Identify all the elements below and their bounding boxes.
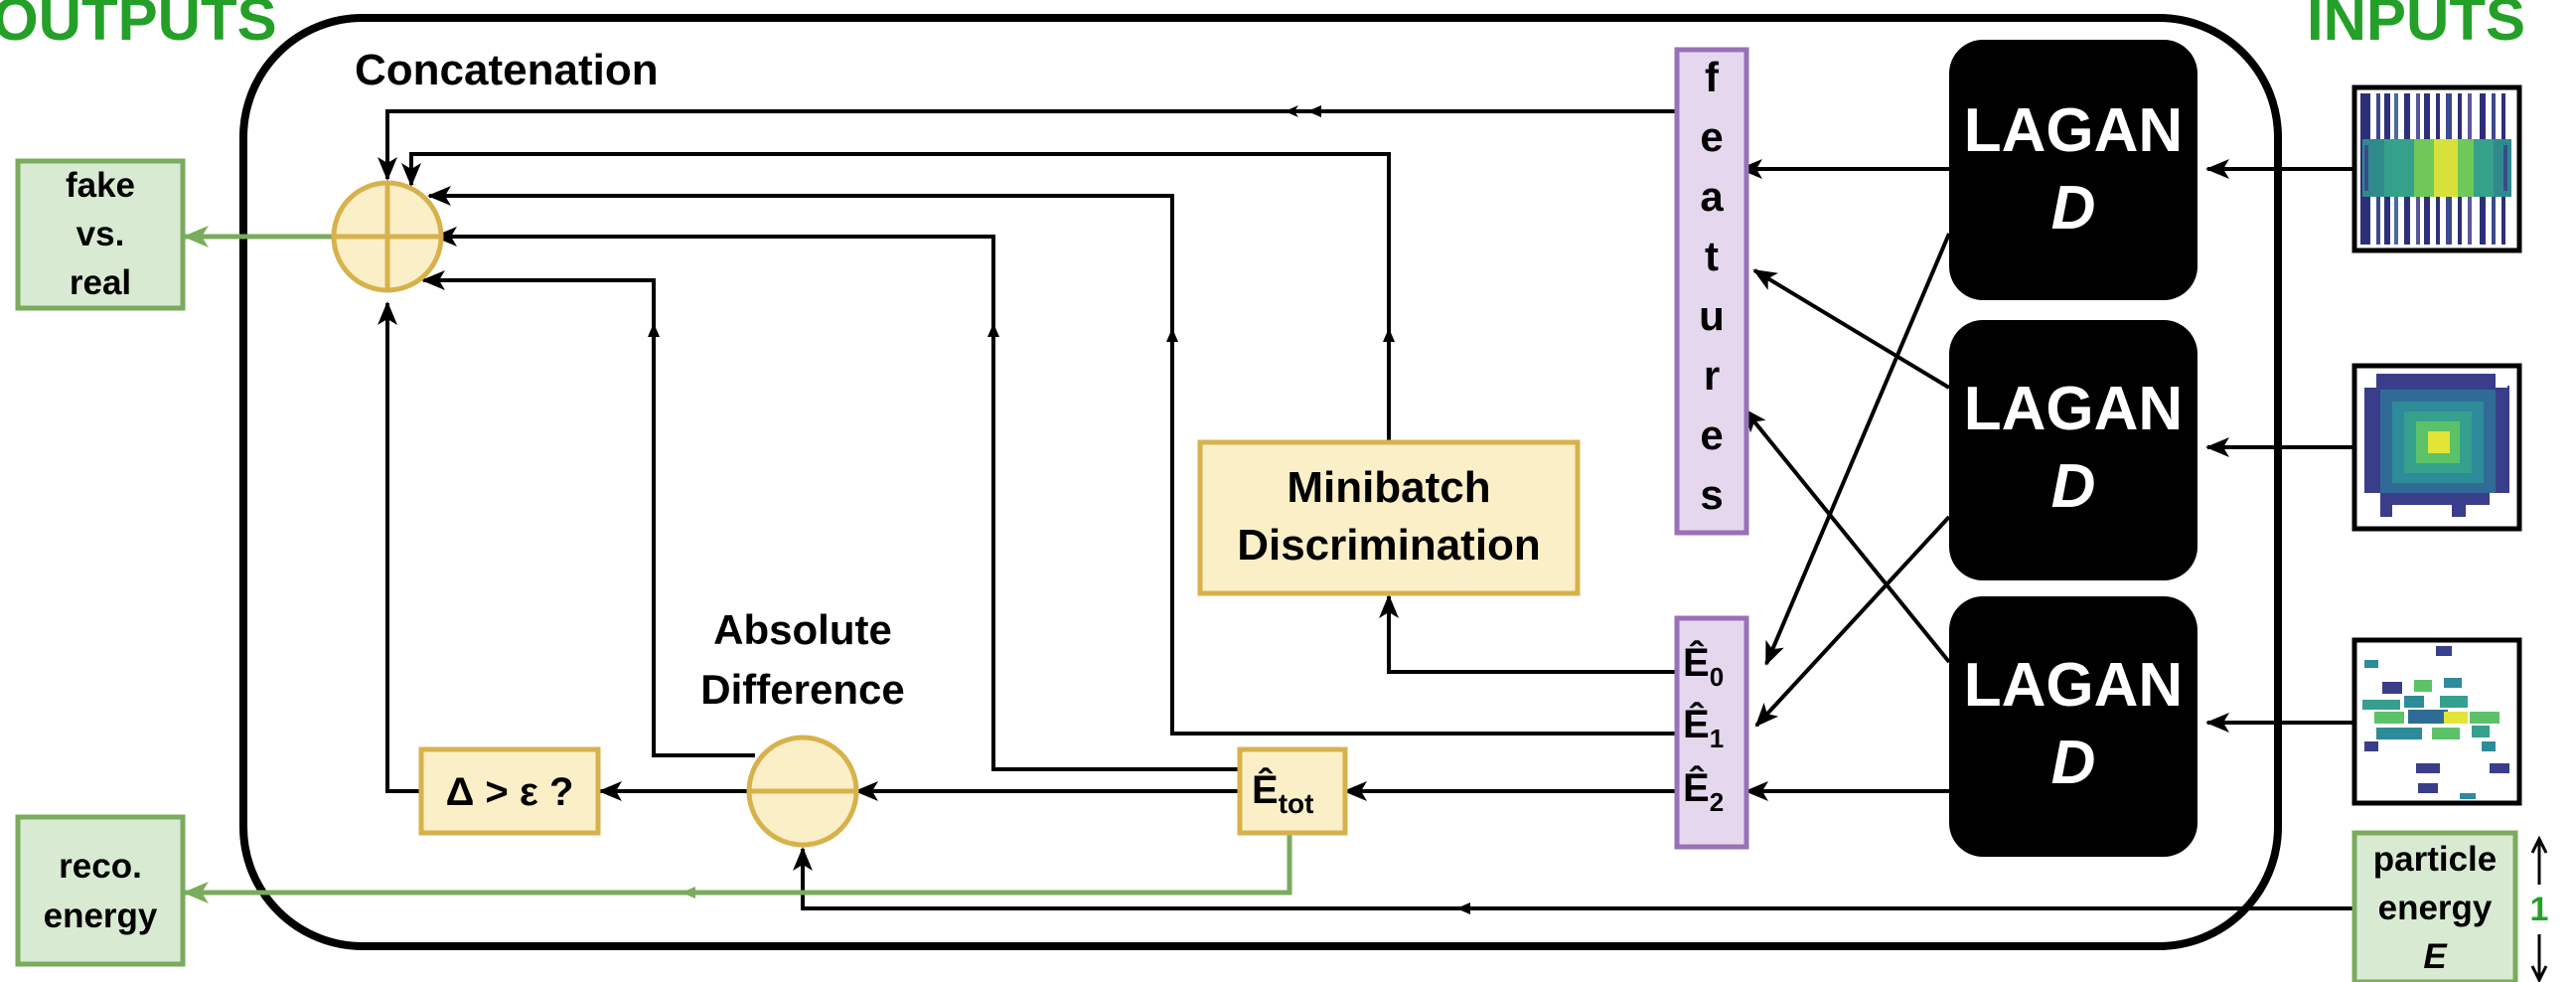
lagan-1-sub: D [2051, 174, 2096, 243]
features-letter: t [1705, 233, 1719, 279]
minibatch-discrimination-box: Minibatch Discrimination [1200, 442, 1578, 593]
reco-energy-line2: energy [44, 897, 158, 935]
etot-box: Êtot [1240, 749, 1345, 833]
lagan-discriminator-2: LAGAN D [1949, 320, 2197, 580]
lagan-1-name: LAGAN [1964, 96, 2183, 165]
fake-vs-real-line2: vs. [76, 215, 125, 253]
minibatch-line2: Discrimination [1237, 521, 1541, 570]
features-letter: a [1700, 173, 1724, 220]
threshold-box: Δ > ε ? [421, 749, 598, 833]
input-image-layer-3 [2354, 640, 2519, 803]
input-image-layer-2 [2354, 366, 2519, 529]
concatenation-label: Concatenation [355, 46, 659, 94]
lagan-discriminator-3: LAGAN D [1949, 596, 2197, 857]
features-letter: r [1704, 352, 1720, 399]
features-letter: s [1700, 471, 1723, 518]
fake-vs-real-line3: real [70, 263, 131, 302]
lagan-3-sub: D [2051, 729, 2096, 797]
subtraction-node [749, 737, 856, 845]
absolute-difference-line1: Absolute [713, 606, 892, 653]
energy-dimension-label: 1 [2530, 891, 2549, 928]
minibatch-line1: Minibatch [1287, 463, 1490, 512]
lagan-2-name: LAGAN [1964, 375, 2183, 443]
reco-energy-line1: reco. [59, 847, 142, 886]
reco-energy-output: reco. energy [18, 817, 183, 964]
inputs-heading: INPUTS [2307, 0, 2525, 53]
lagan-3-name: LAGAN [1964, 651, 2183, 720]
input-image-layer-1 [2354, 87, 2519, 250]
output-connectors [185, 237, 1289, 893]
particle-energy-symbol: E [2423, 937, 2448, 976]
features-letter: e [1700, 113, 1723, 160]
threshold-label: Δ > ε ? [446, 770, 574, 814]
absolute-difference-line2: Difference [700, 666, 904, 713]
lagan-2-sub: D [2051, 452, 2096, 521]
energy-estimates-box: Ê0 Ê1 Ê2 [1677, 618, 1746, 847]
particle-energy-input: particle energy E [2354, 833, 2515, 982]
features-letter: f [1705, 54, 1720, 100]
features-letter: e [1700, 411, 1723, 458]
lagan-discriminator-1: LAGAN D [1949, 40, 2197, 300]
particle-energy-line2: energy [2378, 889, 2493, 927]
concatenation-node [334, 183, 441, 290]
fake-vs-real-line1: fake [66, 166, 135, 205]
outputs-heading: OUTPUTS [0, 0, 277, 53]
fake-vs-real-output: fake vs. real [18, 161, 183, 308]
particle-energy-line1: particle [2373, 840, 2498, 879]
features-letter: u [1699, 292, 1725, 339]
energy-dimension-indicator: 1 [2530, 839, 2549, 980]
output-mid-arrow [682, 887, 695, 899]
